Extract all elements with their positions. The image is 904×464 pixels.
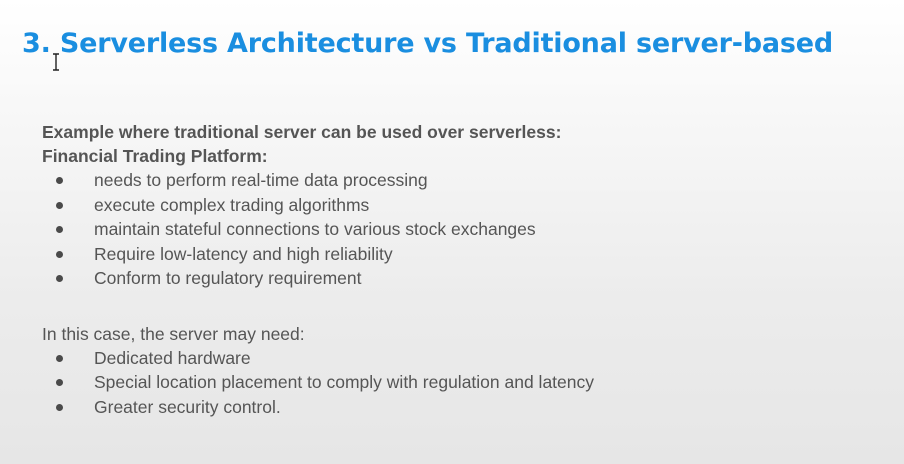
list-item: Greater security control. — [42, 395, 594, 420]
list-item: execute complex trading algorithms — [42, 193, 594, 218]
list-item-text: Special location placement to comply wit… — [94, 372, 595, 392]
bullet-dot-icon — [56, 275, 63, 282]
bullet-dot-icon — [56, 226, 63, 233]
list-item-text: Require low-latency and high reliability — [94, 243, 393, 264]
list-item-text: Conform to regulatory requirement — [94, 268, 362, 288]
bullet-dot-icon — [56, 403, 63, 411]
list-item-text: maintain stateful connections to various… — [94, 219, 536, 239]
list-item-text: needs to perform real-time data processi… — [94, 170, 428, 190]
requirements-list: needs to perform real-time data processi… — [42, 168, 594, 291]
bullet-dot-icon — [56, 250, 63, 258]
list-item: Dedicated hardware — [42, 346, 594, 371]
list-item: Require low-latency and high reliability — [42, 242, 594, 267]
list-item-text: Greater security control. — [94, 396, 281, 417]
bullet-dot-icon — [56, 379, 63, 386]
list-item: maintain stateful connections to various… — [42, 217, 594, 242]
slide-title: 3. Serverless Architecture vs Traditiona… — [22, 28, 833, 59]
text-cursor-icon — [53, 53, 59, 71]
list-item: Conform to regulatory requirement — [42, 266, 594, 291]
list-item-text: Dedicated hardware — [94, 347, 251, 368]
list-item: needs to perform real-time data processi… — [42, 168, 594, 193]
list-item: Special location placement to comply wit… — [42, 370, 594, 395]
bullet-dot-icon — [56, 201, 63, 209]
bullet-dot-icon — [56, 177, 63, 184]
list-item-text: execute complex trading algorithms — [94, 194, 370, 215]
bullet-dot-icon — [56, 354, 63, 362]
platform-subheading: Financial Trading Platform: — [42, 146, 268, 166]
server-needs-list: Dedicated hardware Special location plac… — [42, 346, 594, 420]
example-heading: Example where traditional server can be … — [42, 122, 562, 142]
server-needs-intro: In this case, the server may need: — [42, 323, 305, 344]
slide-body: Example where traditional server can be … — [42, 120, 594, 419]
section-spacer — [42, 291, 594, 322]
